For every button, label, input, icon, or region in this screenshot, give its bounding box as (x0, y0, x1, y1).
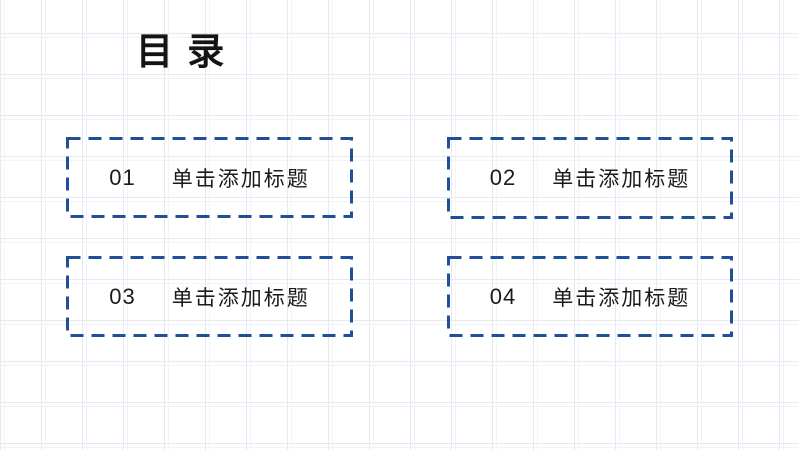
toc-placeholder-4[interactable]: 04 单击添加标题 (447, 256, 733, 337)
toc-placeholder-3[interactable]: 03 单击添加标题 (66, 256, 353, 337)
toc-number: 01 (109, 164, 136, 190)
toc-label: 单击添加标题 (552, 286, 691, 310)
toc-label: 单击添加标题 (171, 286, 310, 310)
toc-number: 03 (109, 283, 136, 309)
toc-placeholder-2[interactable]: 02 单击添加标题 (447, 137, 733, 219)
page-title: 目 录 (136, 31, 227, 72)
toc-label: 单击添加标题 (552, 168, 691, 191)
toc-placeholder-1[interactable]: 01 单击添加标题 (66, 137, 353, 218)
toc-label: 单击添加标题 (171, 167, 310, 191)
toc-number: 04 (489, 283, 517, 309)
toc-number: 02 (489, 165, 517, 190)
